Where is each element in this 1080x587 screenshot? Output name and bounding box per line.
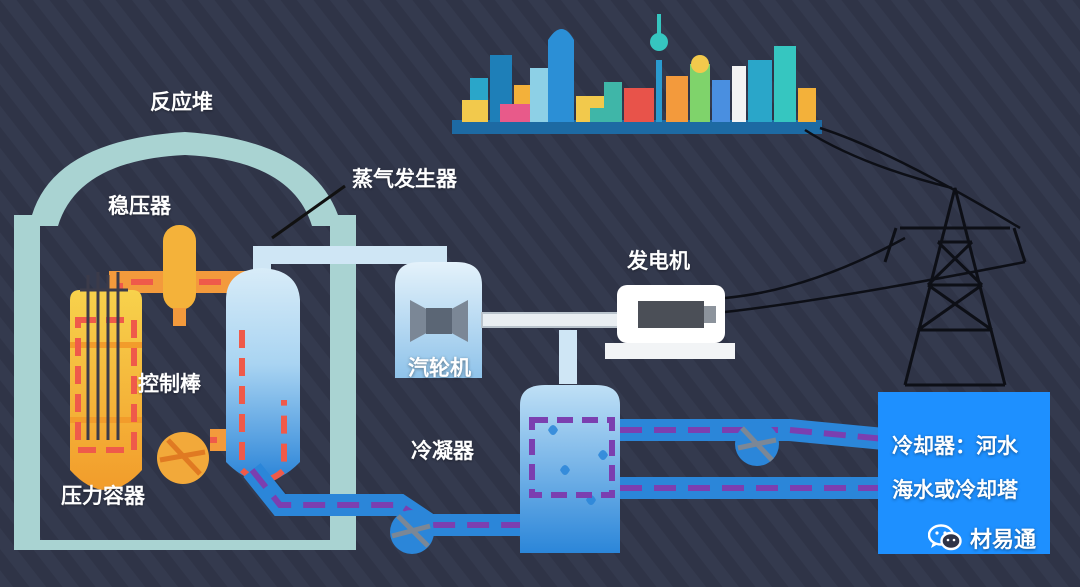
condensate-line — [243, 463, 520, 536]
label-cooling-line2: 海水或冷却塔 — [892, 478, 1018, 502]
control-rods — [80, 272, 128, 440]
wechat-icon — [928, 524, 962, 551]
condenser — [520, 385, 620, 553]
label-control-rod: 控制棒 — [138, 372, 201, 396]
cooling-circuit — [620, 419, 897, 499]
feedwater-pump — [390, 510, 434, 554]
generator — [605, 285, 735, 359]
steam-generator-pointer — [271, 184, 346, 240]
watermark-text: 材易通 — [970, 528, 1037, 553]
label-condenser: 冷凝器 — [411, 439, 474, 463]
label-steam-generator: 蒸气发生器 — [352, 167, 457, 191]
cooling-pump — [735, 422, 779, 466]
city-skyline — [452, 14, 822, 134]
label-generator: 发电机 — [627, 249, 690, 273]
turbine-shaft — [481, 312, 628, 328]
label-pressure-vessel: 压力容器 — [61, 484, 145, 508]
pressurizer — [163, 225, 196, 326]
label-pressurizer: 稳压器 — [108, 194, 171, 218]
cooler-box — [878, 392, 1050, 554]
primary-pump — [157, 432, 209, 484]
label-reactor: 反应堆 — [150, 90, 213, 114]
turbine — [395, 262, 482, 378]
watermark: 材易通 — [928, 522, 1036, 554]
power-lines — [724, 126, 1026, 314]
pressure-vessel — [70, 290, 142, 490]
label-cooling-line1: 冷却器：河水 — [892, 434, 1018, 458]
steam-generator — [226, 268, 300, 483]
label-turbine: 汽轮机 — [408, 356, 471, 380]
